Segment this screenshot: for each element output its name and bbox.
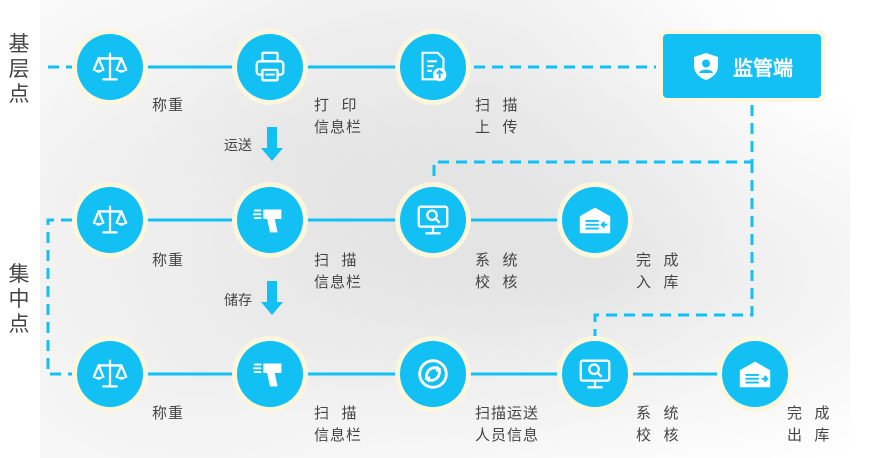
row2-weigh-node[interactable] — [72, 182, 148, 258]
printer-icon — [255, 51, 285, 82]
row1-weigh-caption: 称重 — [152, 96, 185, 114]
row1-print-caption: 打 印 信息栏 — [314, 96, 363, 136]
row3-verify-node[interactable] — [557, 336, 633, 412]
row3-courier-caption: 扫描运送 人员信息 — [475, 404, 540, 444]
row1-weigh-node[interactable] — [72, 29, 148, 105]
storage-label: 储存 — [224, 293, 252, 309]
row1-upload-node[interactable] — [395, 29, 471, 105]
row2-scan-node[interactable] — [232, 182, 308, 258]
monitor-search-icon — [417, 205, 449, 235]
scale-icon — [92, 52, 128, 81]
row1-upload-caption: 扫 描 上 传 — [475, 96, 519, 136]
monitor-to-row3-dash — [593, 162, 754, 336]
row3-courier-node[interactable] — [395, 336, 471, 412]
arrow-down-icon — [261, 127, 283, 161]
row2-weigh-caption: 称重 — [152, 251, 185, 269]
row2-scan-caption: 扫 描 信息栏 — [314, 251, 363, 291]
monitor-to-row2-dash — [432, 105, 754, 182]
transport-label: 运送 — [224, 138, 252, 154]
monitor-button[interactable]: 监管端 — [659, 30, 825, 102]
scanner-gun-icon — [252, 209, 282, 233]
shield-user-icon — [694, 53, 718, 80]
row3-scan-node[interactable] — [232, 336, 308, 412]
row3-outbound-caption: 完 成 出 库 — [787, 404, 831, 444]
scanner-gun-icon — [252, 363, 282, 387]
row2-verify-node[interactable] — [395, 182, 471, 258]
central-left-dash — [46, 218, 72, 376]
row3-weigh-node[interactable] — [72, 336, 148, 412]
upload-document-icon — [421, 51, 447, 82]
row1-print-node[interactable] — [232, 29, 308, 105]
row2-inbound-node[interactable] — [557, 182, 633, 258]
row3-weigh-caption: 称重 — [152, 404, 185, 422]
row3-scan-caption: 扫 描 信息栏 — [314, 404, 363, 444]
recycle-icon — [418, 359, 448, 389]
section-label-central: 集 中 点 — [8, 262, 30, 336]
section-label-grassroots: 基 层 点 — [8, 32, 30, 106]
row3-verify-caption: 系 统 校 核 — [636, 404, 680, 444]
scale-icon — [92, 205, 128, 234]
row2-inbound-caption: 完 成 入 库 — [636, 251, 680, 291]
scale-icon — [92, 359, 128, 388]
row3-outbound-node[interactable] — [717, 336, 793, 412]
warehouse-in-icon — [579, 207, 611, 234]
monitor-label: 监管端 — [733, 55, 793, 80]
monitor-search-icon — [579, 359, 611, 389]
row2-verify-caption: 系 统 校 核 — [475, 251, 519, 291]
warehouse-out-icon — [739, 361, 771, 388]
arrow-down-icon — [261, 281, 283, 315]
